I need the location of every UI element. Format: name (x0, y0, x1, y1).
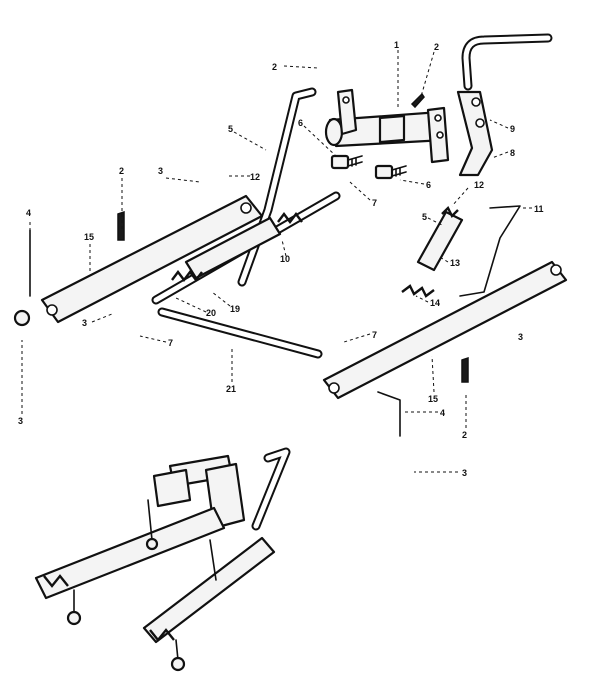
callout-2-top-right: 2 (434, 42, 439, 52)
callout-4-left: 4 (26, 208, 31, 218)
cross-shaft-assembly (324, 88, 450, 164)
callout-6-mid: 6 (426, 180, 431, 190)
callout-19: 19 (230, 304, 240, 314)
lift-bar-right (322, 260, 568, 400)
callout-1: 1 (394, 40, 399, 50)
callout-20: 20 (206, 308, 216, 318)
cotter-pin-lower (461, 356, 469, 383)
callout-15-left: 15 (84, 232, 94, 242)
leader-lines (21, 50, 532, 473)
callout-4-right: 4 (440, 408, 445, 418)
callout-8: 8 (510, 148, 515, 158)
chain-right (377, 391, 401, 437)
callout-2-left: 2 (119, 166, 124, 176)
callout-13: 13 (450, 258, 460, 268)
washer-left (13, 309, 31, 327)
callout-6-left: 6 (298, 118, 303, 128)
callout-21: 21 (226, 384, 236, 394)
lift-bar-left (40, 194, 264, 324)
callout-15-right: 15 (428, 394, 438, 404)
callout-5-right: 5 (422, 212, 427, 222)
assembled-view-inset (34, 447, 291, 672)
bolt-middle (374, 164, 407, 180)
callout-3-mid: 3 (82, 318, 87, 328)
link-rod-21 (157, 307, 323, 359)
wire-link-11 (459, 205, 521, 297)
cotter-pin-left (117, 210, 125, 241)
callout-3-right: 3 (518, 332, 523, 342)
callout-14: 14 (430, 298, 440, 308)
callout-3-far-left: 3 (18, 416, 23, 426)
callout-11: 11 (534, 204, 544, 214)
callout-2-bottom: 2 (462, 430, 467, 440)
callout-3-bottom: 3 (462, 468, 467, 478)
lift-handle-lever (456, 33, 553, 177)
callout-12-left: 12 (250, 172, 260, 182)
callout-9: 9 (510, 124, 515, 134)
bolt-upper (330, 154, 363, 170)
callout-10: 10 (280, 254, 290, 264)
callout-12-right: 12 (474, 180, 484, 190)
callout-2-top: 2 (272, 62, 277, 72)
cotter-pin-top (410, 92, 425, 109)
spring-rod-19 (151, 191, 341, 305)
callout-7-lower-left: 7 (168, 338, 173, 348)
lift-arm-13 (416, 205, 464, 272)
callout-3-left: 3 (158, 166, 163, 176)
callout-5-top: 5 (228, 124, 233, 134)
callout-7-mid: 7 (372, 198, 377, 208)
spring-14 (401, 284, 435, 298)
callout-7-lower-right: 7 (372, 330, 377, 340)
